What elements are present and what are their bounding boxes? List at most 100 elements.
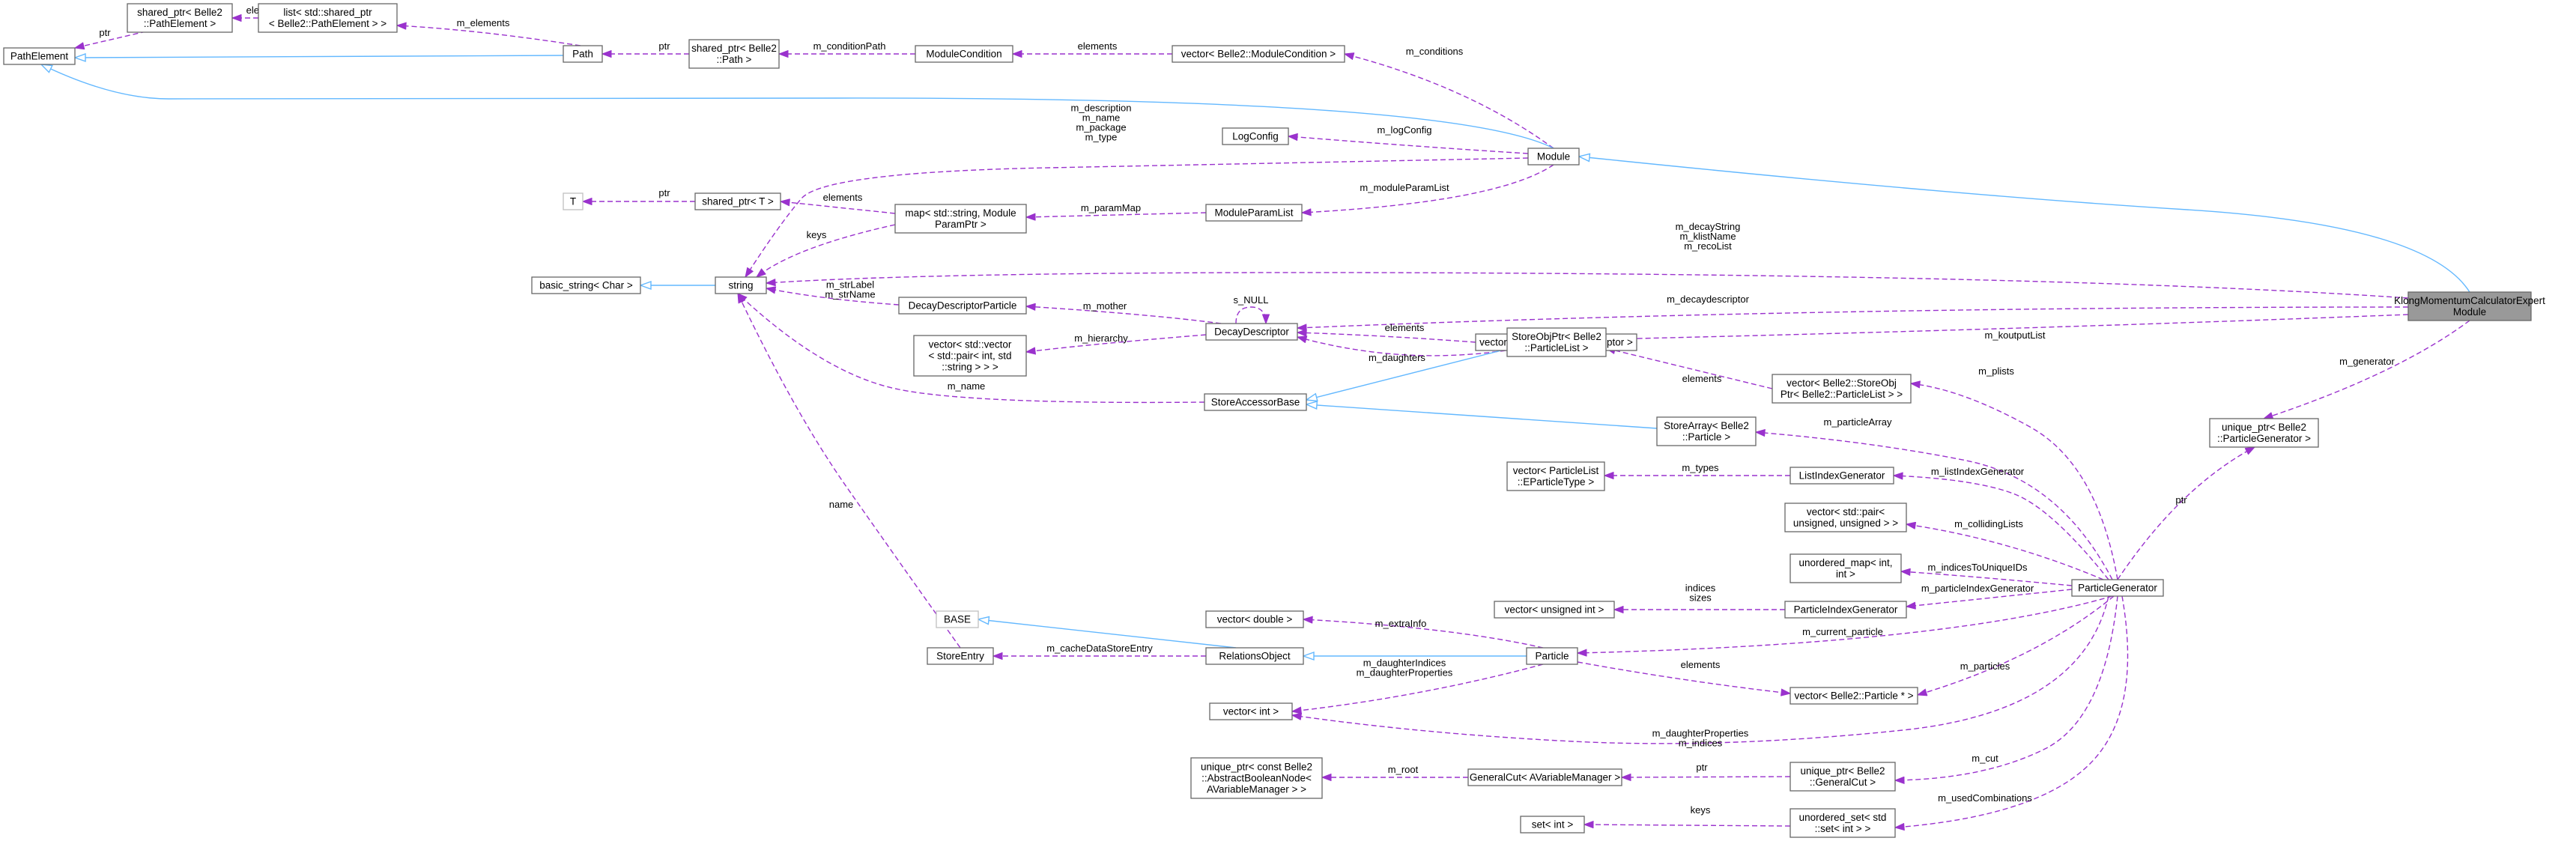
node-box [3, 47, 76, 65]
edge-label: m_conditionPath [813, 40, 886, 52]
edge-label: m_paramMap [1081, 202, 1141, 213]
node-label: StoreEntry [936, 651, 984, 662]
class-node-StoreObjPtr_ParticleList[interactable]: StoreObjPtr< Belle2::ParticleList > [1506, 327, 1607, 357]
edge-label: m_current_particle [1802, 626, 1883, 637]
edge-label: name [829, 499, 854, 510]
class-node-vec_Particle_ptr[interactable]: vector< Belle2::Particle * > [1789, 687, 1918, 705]
node-label: ::string > > > [942, 362, 998, 373]
edge-label-text: m_cacheDataStoreEntry [1046, 643, 1153, 654]
class-node-vec_StoreObjPtr[interactable]: vector< Belle2::StoreObjPtr< Belle2::Par… [1772, 374, 1912, 404]
edge-label-text: ptr [658, 40, 670, 52]
class-node-sp_PathElement[interactable]: shared_ptr< Belle2::PathElement > [127, 3, 233, 33]
edge-label: m_plists [1978, 365, 2014, 377]
class-node-set_int[interactable]: set< int > [1520, 816, 1585, 834]
class-node-basic_string[interactable]: basic_string< Char > [531, 276, 641, 294]
class-node-vec_double[interactable]: vector< double > [1205, 610, 1304, 628]
node-label: vector< std::vector [929, 339, 1012, 350]
class-node-ModuleCondition[interactable]: ModuleCondition [915, 45, 1013, 63]
node-box [1526, 647, 1578, 665]
usage-edge-ListIndexGenerator-ParticleGenerator [1894, 476, 2109, 580]
edge-label-text: ptr [658, 187, 670, 198]
class-node-ParticleGenerator[interactable]: ParticleGenerator [2071, 579, 2164, 597]
edge-label-text: elements [1682, 373, 1722, 384]
class-node-ParticleIndexGenerator[interactable]: ParticleIndexGenerator [1784, 601, 1907, 619]
class-node-vec_unsigned[interactable]: vector< unsigned int > [1494, 601, 1615, 619]
edge-label-text: m_current_particle [1802, 626, 1883, 637]
edge-label-text: m_hierarchy [1074, 333, 1128, 344]
class-node-StoreAccessorBase[interactable]: StoreAccessorBase [1204, 393, 1307, 411]
node-box [2071, 579, 2164, 597]
class-node-uset_set_int[interactable]: unordered_set< std::set< int > > [1789, 808, 1896, 838]
usage-edge-string-Module [745, 157, 1529, 277]
class-node-Particle[interactable]: Particle [1526, 647, 1578, 665]
node-label: ::AbstractBooleanNode< [1201, 773, 1312, 784]
inheritance-edge-Module-Root [1579, 157, 2470, 293]
node-label: Path [572, 49, 593, 60]
edge-label-text: m_strName [825, 289, 875, 300]
class-node-sp_T[interactable]: shared_ptr< T > [694, 192, 781, 210]
class-node-PathElement[interactable]: PathElement [3, 47, 76, 65]
usage-edge-DecayDescriptor-Root [1297, 306, 2409, 328]
class-node-sp_Path[interactable]: shared_ptr< Belle2::Path > [688, 39, 780, 69]
class-node-T[interactable]: T [563, 192, 584, 210]
node-label: vector< int > [1223, 706, 1279, 717]
class-node-StoreArray_Particle[interactable]: StoreArray< Belle2::Particle > [1656, 416, 1757, 446]
edge-label: m_usedCombinations [1938, 792, 2032, 804]
node-box [1205, 323, 1298, 341]
node-label: ParamPtr > [935, 219, 987, 230]
inheritance-edge-Path-PathElement [75, 55, 564, 58]
edge-label-text: elements [823, 192, 863, 203]
class-node-umap_int[interactable]: unordered_map< int,int > [1789, 553, 1902, 583]
node-box [1205, 647, 1304, 665]
edge-label-text: m_generator [2339, 356, 2395, 367]
edge-label-text: m_particles [1960, 661, 2010, 672]
node-label: vector< double > [1217, 614, 1293, 625]
class-node-GeneralCut[interactable]: GeneralCut< AVariableManager > [1467, 768, 1622, 786]
class-node-up_AbstractBoolean[interactable]: unique_ptr< const Belle2::AbstractBoolea… [1190, 757, 1323, 799]
usage-edge-Particle-ParticleGenerator [1578, 595, 2113, 653]
edge-label: m_types [1682, 462, 1719, 473]
class-node-ListIndexGenerator[interactable]: ListIndexGenerator [1789, 467, 1894, 485]
edge-label-text: m_moduleParamList [1360, 182, 1449, 193]
class-node-LogConfig[interactable]: LogConfig [1222, 127, 1289, 145]
node-label: shared_ptr< Belle2 [691, 43, 777, 54]
usage-edge-ParticleGenerator-up_ParticleGenerator [2117, 447, 2255, 580]
class-node-ModuleParamList[interactable]: ModuleParamList [1205, 204, 1303, 222]
class-node-vec_int[interactable]: vector< int > [1209, 702, 1293, 720]
class-node-vec_EParticleType[interactable]: vector< ParticleList::EParticleType > [1506, 461, 1605, 491]
class-node-DecayDescriptor[interactable]: DecayDescriptor [1205, 323, 1298, 341]
usage-edge-vec_ModuleCondition-Module [1345, 54, 1554, 149]
edge-label-text: ptr [1696, 762, 1708, 773]
class-node-RelationsObject[interactable]: RelationsObject [1205, 647, 1304, 665]
edge-label-text: elements [1078, 40, 1118, 52]
usage-edge-vec_pair_int_string-DecayDescriptor [1026, 334, 1207, 352]
usage-edge-sp_T-map_ModuleParam [781, 201, 896, 214]
node-box [1784, 601, 1907, 619]
class-node-StoreEntry[interactable]: StoreEntry [927, 647, 994, 665]
class-node-vec_ModuleCondition[interactable]: vector< Belle2::ModuleCondition > [1172, 45, 1345, 63]
class-node-vec_pair_unsigned[interactable]: vector< std::pair<unsigned, unsigned > > [1784, 503, 1907, 532]
node-label: ::ParticleGenerator > [2217, 433, 2311, 444]
edge-label: m_cut [1972, 753, 1998, 764]
usage-edge-PathElement-sp_PathElement [75, 31, 147, 48]
node-label: ParticleGenerator [2078, 583, 2157, 594]
class-node-up_ParticleGenerator[interactable]: unique_ptr< Belle2::ParticleGenerator > [2209, 418, 2319, 448]
class-node-Path[interactable]: Path [563, 45, 603, 63]
class-node-string[interactable]: string [715, 276, 767, 294]
node-label: ::ParticleList > [1524, 342, 1588, 353]
class-node-Module[interactable]: Module [1527, 148, 1580, 166]
class-node-BASE[interactable]: BASE [936, 610, 979, 628]
edge-label: elements [1078, 40, 1118, 52]
class-node-up_GeneralCut[interactable]: unique_ptr< Belle2::GeneralCut > [1789, 762, 1896, 792]
edge-label: m_root [1388, 764, 1419, 775]
node-label: shared_ptr< Belle2 [137, 7, 222, 18]
edge-label-text: m_strLabel [826, 279, 874, 291]
class-node-DecayDescriptorParticle[interactable]: DecayDescriptorParticle [898, 297, 1027, 315]
class-node-vec_pair_int_string[interactable]: vector< std::vector< std::pair< int, std… [913, 335, 1027, 377]
usage-edge-vec_Particle_ptr-ParticleGenerator [1918, 595, 2115, 695]
class-node-list_sp_PathElement[interactable]: list< std::shared_ptr< Belle2::PathEleme… [258, 3, 398, 33]
